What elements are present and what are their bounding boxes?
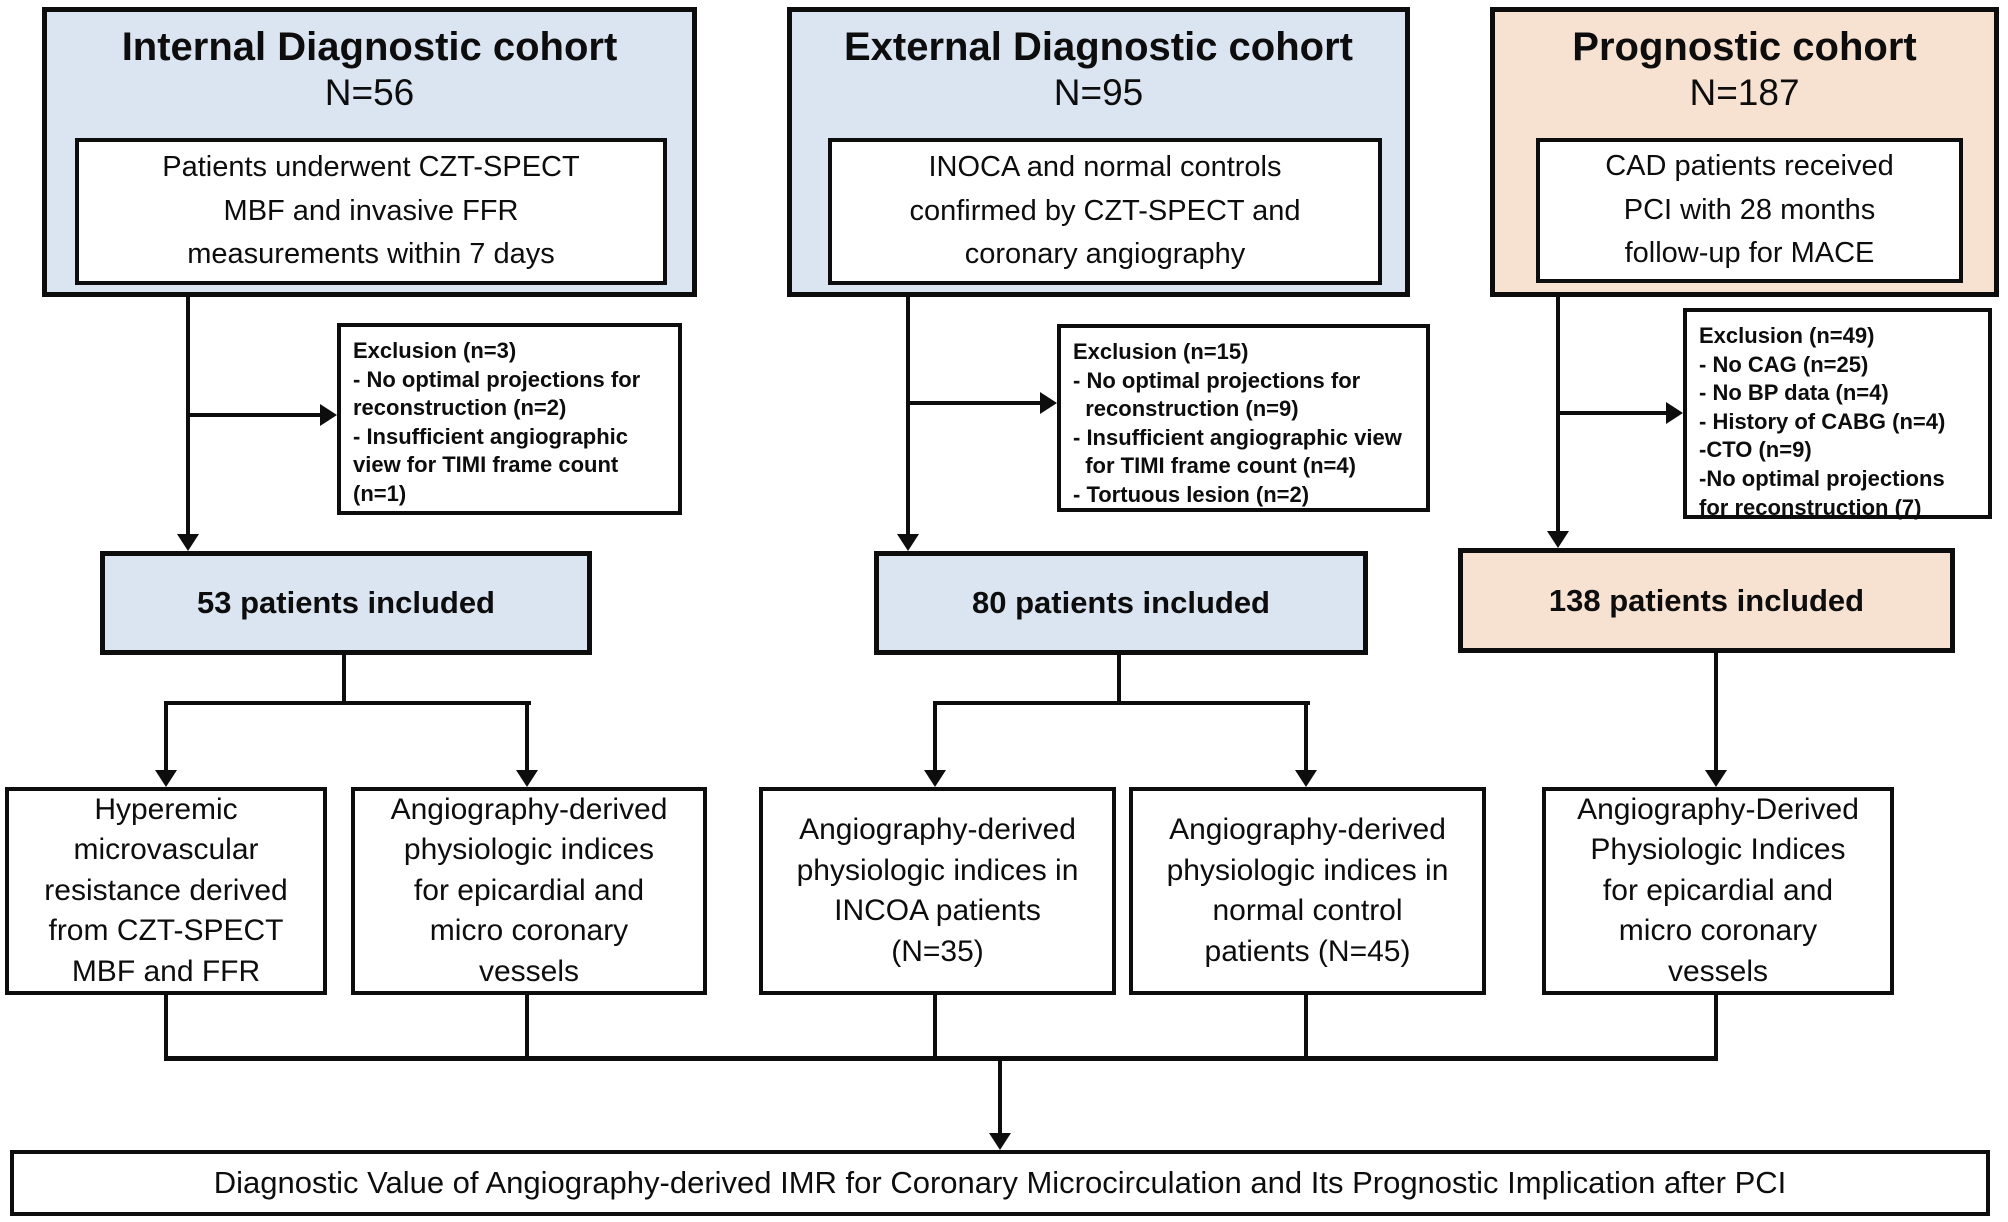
connector-external-down (906, 297, 910, 537)
outcome-prognostic-indices-text: Angiography-Derived Physiologic Indices … (1577, 792, 1859, 988)
exclusion-box-internal: Exclusion (n=3) - No optimal projections… (337, 323, 682, 515)
arrowhead-conclusion-icon (989, 1133, 1011, 1150)
included-box-internal: 53 patients included (100, 551, 592, 655)
arrowhead-outcome-internal-indices-icon (516, 770, 538, 787)
cohort-title-internal: Internal Diagnostic cohort (121, 25, 618, 69)
arrowhead-external-down-icon (897, 534, 919, 551)
connector-split1-cross (164, 701, 531, 705)
outcome-box-inoca-indices: Angiography-derived physiologic indices … (759, 787, 1116, 995)
cohort-description-prognostic-text: CAD patients received PCI with 28 months… (1605, 150, 1894, 270)
connector-split1-drop-b (525, 701, 529, 773)
cohort-description-prognostic: CAD patients received PCI with 28 months… (1536, 138, 1963, 283)
outcome-normal-control-indices-text: Angiography-derived physiologic indices … (1166, 813, 1449, 968)
cohort-description-external-text: INOCA and normal controls confirmed by C… (909, 151, 1301, 271)
outcome-internal-indices-text: Angiography-derived physiologic indices … (390, 792, 668, 988)
cohort-title-external: External Diagnostic cohort (844, 25, 1353, 69)
outcome-box-internal-indices: Angiography-derived physiologic indices … (351, 787, 707, 995)
cohort-description-internal-text: Patients underwent CZT-SPECT MBF and inv… (162, 151, 580, 271)
outcome-box-normal-control-indices: Angiography-derived physiologic indices … (1129, 787, 1486, 995)
arrowhead-internal-down-icon (177, 534, 199, 551)
conclusion-box: Diagnostic Value of Angiography-derived … (10, 1150, 1990, 1216)
connector-prognostic-exclusion (1558, 411, 1668, 415)
exclusion-box-prognostic: Exclusion (n=49) - No CAG (n=25) - No BP… (1683, 308, 1992, 520)
outcome-box-hmr: Hyperemic microvascular resistance deriv… (5, 787, 327, 995)
connector-internal-exclusion (188, 413, 322, 417)
arrowhead-prognostic-down-icon (1547, 531, 1569, 548)
connector-split2-drop-c (933, 701, 937, 773)
cohort-n-prognostic: N=187 (1689, 72, 1800, 114)
cohort-title-prognostic: Prognostic cohort (1572, 25, 1917, 69)
outcome-hmr-text: Hyperemic microvascular resistance deriv… (44, 792, 288, 988)
connector-split2-drop-d (1304, 701, 1308, 773)
connector-split2-stem (1117, 655, 1121, 705)
included-box-external: 80 patients included (874, 551, 1368, 655)
arrowhead-external-exclusion-icon (1040, 392, 1057, 414)
arrowhead-outcome-inoca-icon (924, 770, 946, 787)
connector-collector-stub-a (164, 995, 168, 1060)
connector-collector-stub-b (525, 995, 529, 1060)
connector-prognostic-included-drop (1714, 653, 1718, 773)
connector-split2-cross (933, 701, 1310, 705)
connector-collector-stub-c (933, 995, 937, 1060)
included-box-prognostic: 138 patients included (1458, 548, 1955, 653)
connector-internal-down (186, 297, 190, 537)
cohort-n-internal: N=56 (324, 72, 415, 114)
connector-split1-drop-a (164, 701, 168, 773)
outcome-box-prognostic-indices: Angiography-Derived Physiologic Indices … (1542, 787, 1894, 995)
connector-split1-stem (342, 655, 346, 705)
arrowhead-outcome-prognostic-icon (1705, 770, 1727, 787)
arrowhead-outcome-normal-control-icon (1295, 770, 1317, 787)
cohort-n-external: N=95 (1053, 72, 1144, 114)
connector-collector-stub-d (1304, 995, 1308, 1060)
connector-collector-stub-e (1714, 995, 1718, 1060)
outcome-inoca-indices-text: Angiography-derived physiologic indices … (796, 813, 1079, 968)
cohort-description-internal: Patients underwent CZT-SPECT MBF and inv… (75, 138, 667, 285)
connector-collector-bus (164, 1056, 1718, 1061)
arrowhead-outcome-hmr-icon (155, 770, 177, 787)
cohort-description-external: INOCA and normal controls confirmed by C… (828, 138, 1382, 285)
connector-external-exclusion (908, 401, 1042, 405)
connector-conclusion-drop (998, 1056, 1002, 1136)
arrowhead-internal-exclusion-icon (320, 404, 337, 426)
exclusion-box-external: Exclusion (n=15) - No optimal projection… (1057, 324, 1430, 512)
arrowhead-prognostic-exclusion-icon (1666, 402, 1683, 424)
